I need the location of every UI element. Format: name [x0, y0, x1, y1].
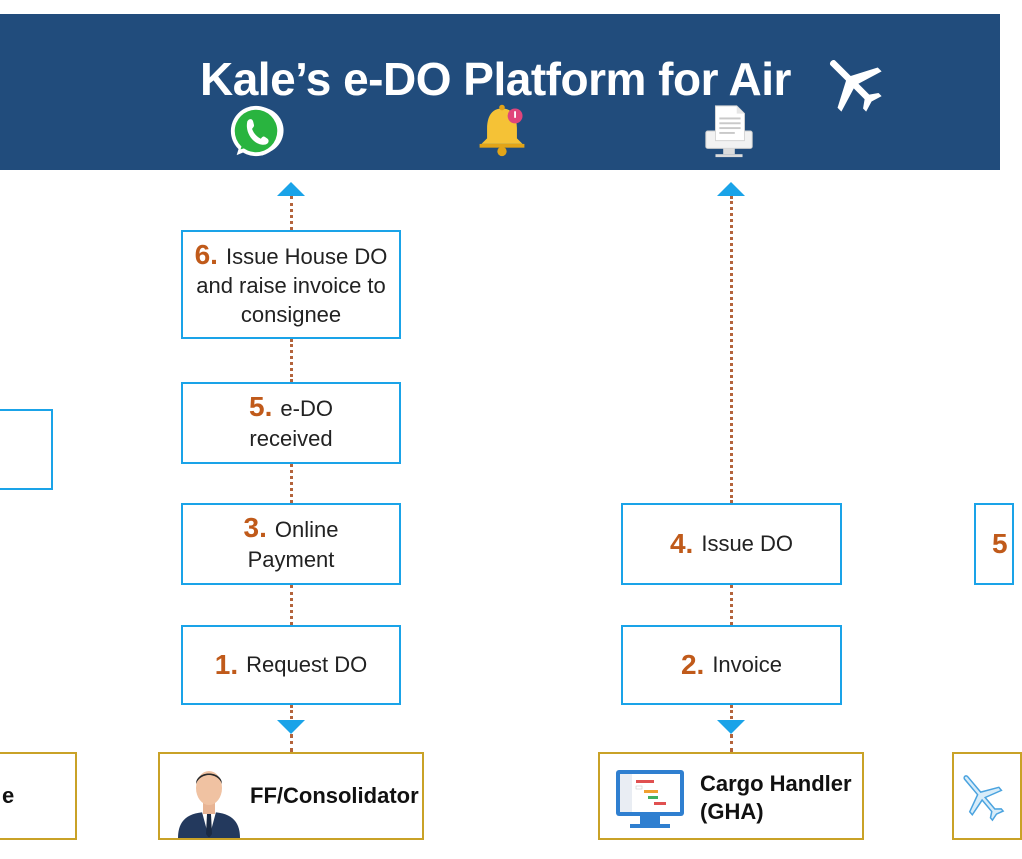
actor-box-cargo-handler: Cargo Handler (GHA) — [598, 752, 864, 840]
step-text: and raise invoice to — [196, 273, 386, 298]
partial-step-box-right: 5 — [974, 503, 1014, 585]
actor-label: (GHA) — [700, 799, 764, 824]
connector-line — [290, 705, 293, 719]
arrow-down-icon — [717, 720, 745, 734]
actor-label: Cargo Handler — [700, 771, 852, 796]
step-text: received — [249, 426, 333, 451]
step-text: Online — [274, 517, 339, 542]
airplane-icon — [963, 775, 1005, 822]
connector-line — [730, 734, 733, 752]
businessman-icon — [178, 771, 240, 838]
step-text: Issue DO — [701, 531, 794, 556]
arrow-up-icon — [717, 182, 745, 196]
step-text: consignee — [240, 302, 342, 327]
connector-line — [730, 196, 733, 503]
step-text: e-DO — [280, 396, 333, 421]
step-text: Issue House DO — [225, 244, 388, 269]
step-number: 6. — [194, 239, 218, 270]
connector-line — [290, 585, 293, 625]
step-text: Payment — [247, 547, 335, 572]
connector-line — [730, 705, 733, 719]
step-5-edo-received: 5. e-DO received — [181, 382, 401, 464]
header-banner: Kale’s e-DO Platform for Air — [0, 14, 1000, 170]
step-text: Request DO — [246, 652, 368, 677]
step-6-issue-house-do: 6. Issue House DO and raise invoice to co… — [181, 230, 401, 339]
step-3-online-payment: 3. Online Payment — [181, 503, 401, 585]
monitor-chart-icon — [616, 770, 684, 828]
airplane-icon — [829, 59, 882, 112]
actor-label: FF/Consolidator — [250, 783, 419, 808]
document-monitor-icon — [705, 105, 753, 158]
step-text: Invoice — [712, 652, 783, 677]
step-number: 3. — [243, 512, 267, 543]
step-number: 1. — [214, 649, 239, 680]
connector-line — [730, 585, 733, 625]
connector-line — [290, 734, 293, 752]
actor-label: e — [2, 783, 15, 808]
arrow-up-icon — [277, 182, 305, 196]
step-2-invoice: 2. Invoice — [621, 625, 842, 705]
partial-step-box-left — [0, 409, 53, 490]
arrow-down-icon — [277, 720, 305, 734]
step-number: 2. — [680, 649, 705, 680]
actor-box-right-partial — [952, 752, 1022, 840]
step-number: 5 — [992, 528, 1008, 559]
actor-box-left-partial: e — [0, 752, 77, 840]
step-number: 5. — [249, 391, 273, 422]
step-number: 4. — [669, 528, 694, 559]
platform-title: Kale’s e-DO Platform for Air — [200, 53, 791, 105]
connector-line — [290, 196, 293, 230]
connector-line — [290, 339, 293, 382]
connector-line — [290, 464, 293, 503]
notification-bell-icon — [479, 104, 525, 157]
actor-box-ff-consolidator: FF/Consolidator — [158, 752, 424, 840]
whatsapp-icon — [230, 105, 284, 157]
step-4-issue-do: 4. Issue DO — [621, 503, 842, 585]
step-1-request-do: 1. Request DO — [181, 625, 401, 705]
